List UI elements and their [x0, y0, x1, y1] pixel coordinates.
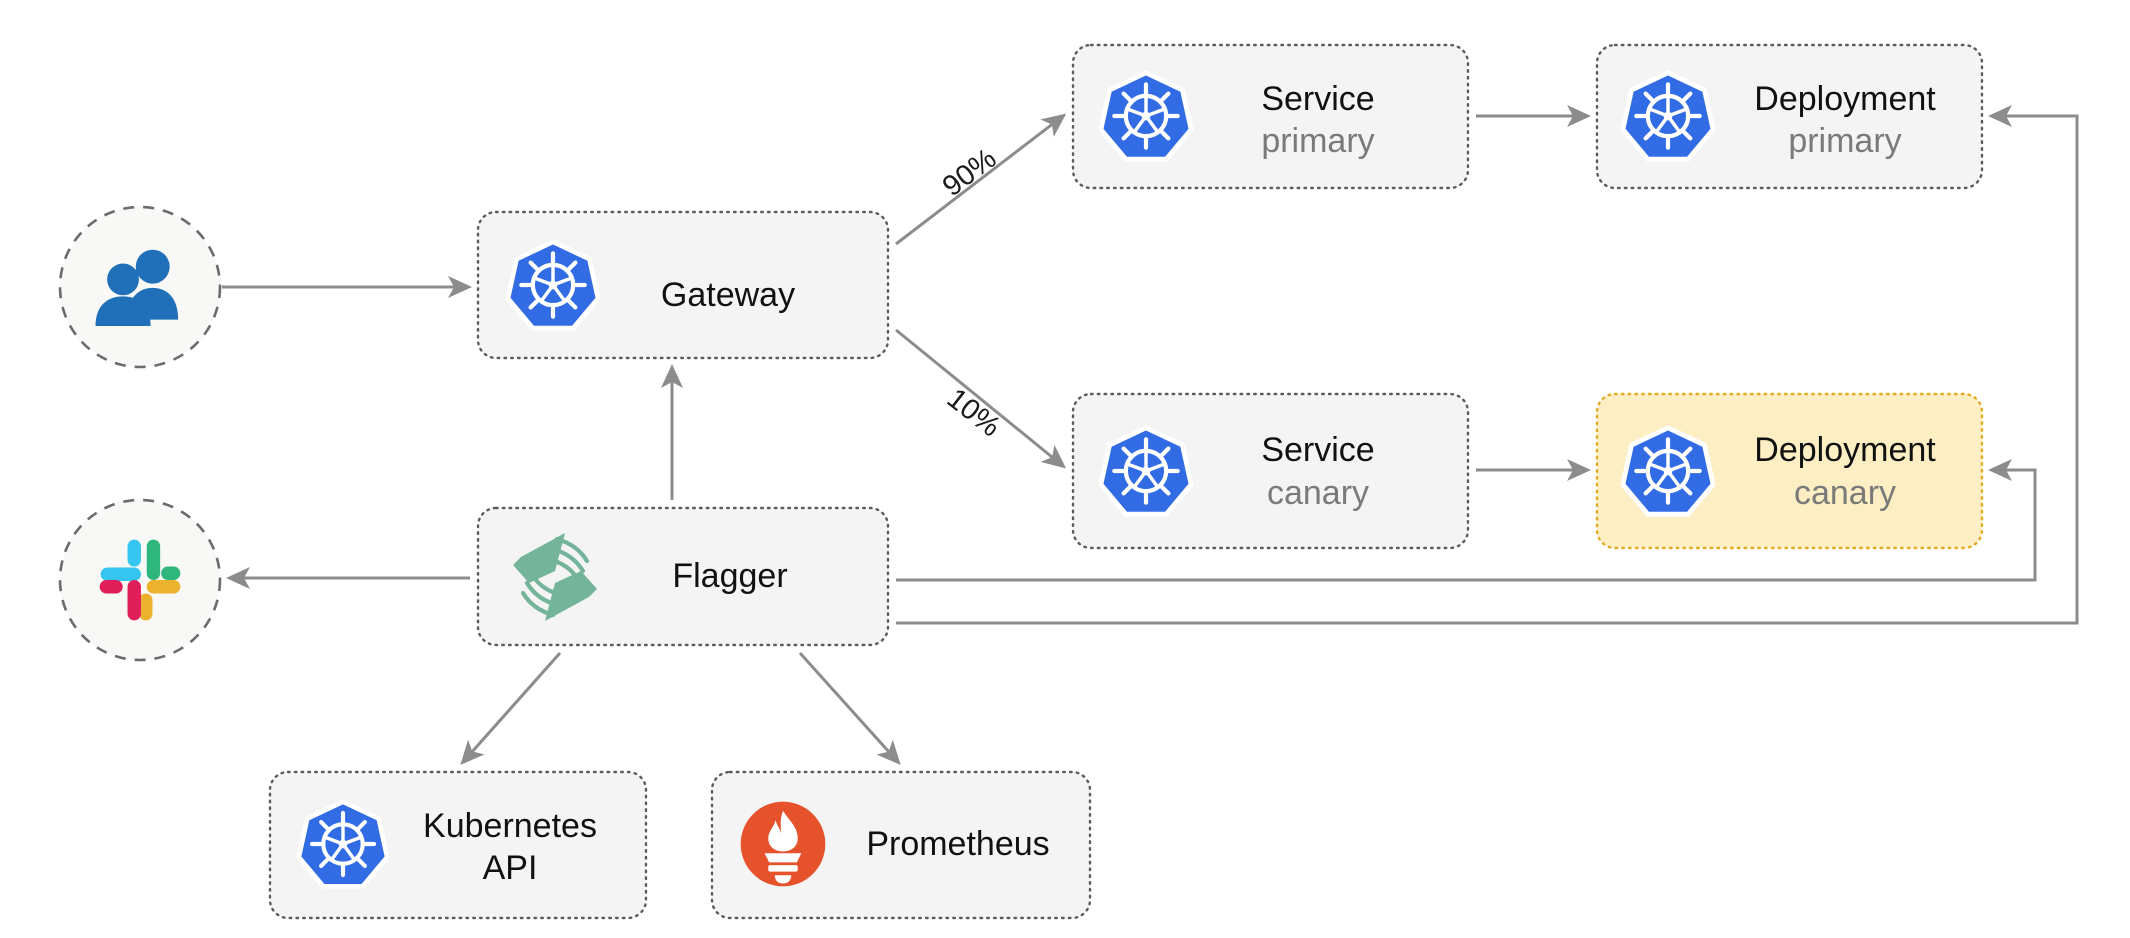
- edge-label-layer: 90% 10%: [937, 143, 1006, 444]
- gateway-box-border: [476, 210, 890, 360]
- kubernetes-icon: [299, 802, 387, 887]
- node-deployment-canary[interactable]: Deployment canary: [1595, 392, 1984, 550]
- slack-circle-border: [58, 498, 222, 662]
- node-deployment-primary[interactable]: Deployment primary: [1595, 43, 1984, 190]
- flagger-label: Flagger: [672, 557, 787, 595]
- edge-label-90-percent: 90%: [937, 143, 1003, 203]
- kubernetes-api-sublabel: API: [483, 849, 538, 887]
- deployment-canary-box-border: [1595, 392, 1984, 550]
- service-canary-sublabel: canary: [1267, 474, 1369, 512]
- kubernetes-icon: [1623, 73, 1713, 159]
- kubernetes-api-box-border: [268, 770, 648, 920]
- node-kubernetes-api[interactable]: Kubernetes API: [268, 770, 648, 920]
- kubernetes-icon: [1101, 73, 1191, 159]
- deployment-canary-sublabel: canary: [1794, 474, 1896, 512]
- slack-circle-fill: [60, 500, 220, 660]
- node-slack[interactable]: [58, 498, 222, 662]
- prometheus-label: Prometheus: [866, 825, 1049, 863]
- node-prometheus[interactable]: Prometheus: [710, 770, 1092, 920]
- edge-layer: [222, 105, 2079, 765]
- flagger-box-fill: [478, 508, 888, 645]
- node-service-canary[interactable]: Service canary: [1071, 392, 1470, 550]
- kubernetes-icon: [1101, 428, 1191, 514]
- edge-flagger-to-deployment-canary: [896, 459, 2037, 582]
- node-gateway[interactable]: Gateway: [476, 210, 890, 360]
- edge-label-10-percent: 10%: [941, 382, 1006, 443]
- service-primary-box-border: [1071, 43, 1470, 190]
- edge-flagger-to-deployment-primary: [896, 105, 2079, 625]
- kubernetes-icon: [1623, 428, 1713, 514]
- edge-gateway-to-service-canary: [895, 328, 1067, 469]
- edge-flagger-to-prometheus: [798, 651, 901, 765]
- deployment-primary-label: Deployment: [1754, 80, 1936, 118]
- kubernetes-api-label: Kubernetes: [423, 807, 597, 845]
- service-canary-label: Service: [1261, 431, 1374, 469]
- node-service-primary[interactable]: Service primary: [1071, 43, 1470, 190]
- deployment-primary-sublabel: primary: [1788, 122, 1901, 160]
- prometheus-icon: [740, 801, 826, 887]
- users-circle-border: [58, 205, 222, 369]
- edge-gateway-to-service-primary: [895, 113, 1067, 246]
- gateway-label: Gateway: [661, 276, 795, 314]
- service-primary-sublabel: primary: [1261, 122, 1374, 160]
- service-canary-box-border: [1071, 392, 1470, 550]
- kubernetes-icon: [508, 242, 598, 328]
- deployment-canary-label: Deployment: [1754, 431, 1936, 469]
- prometheus-box-border: [710, 770, 1092, 920]
- node-users[interactable]: [58, 205, 222, 369]
- prometheus-box-fill: [712, 772, 1090, 918]
- node-flagger[interactable]: Flagger: [476, 506, 890, 647]
- service-primary-label: Service: [1261, 80, 1374, 118]
- edge-flagger-to-kubernetes-api: [460, 652, 562, 765]
- deployment-primary-box-border: [1595, 43, 1984, 190]
- users-circle-fill: [60, 207, 220, 367]
